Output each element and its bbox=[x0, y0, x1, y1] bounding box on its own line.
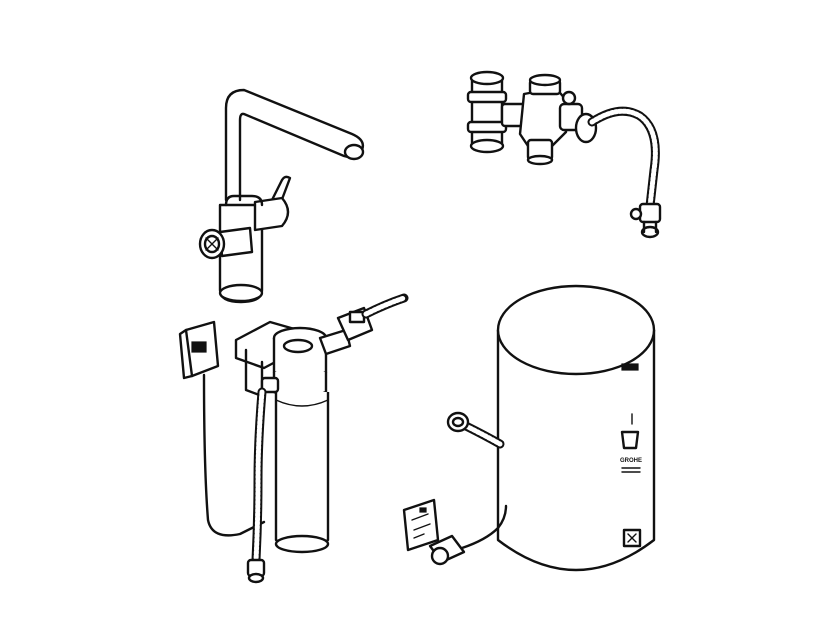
faucet bbox=[198, 88, 365, 304]
valve-assembly bbox=[466, 70, 662, 239]
power-plug bbox=[402, 498, 508, 566]
controller-box bbox=[178, 320, 266, 537]
boiler: GROHE bbox=[446, 284, 656, 572]
boiler-logo: GROHE bbox=[620, 458, 642, 464]
water-filter bbox=[234, 293, 409, 584]
